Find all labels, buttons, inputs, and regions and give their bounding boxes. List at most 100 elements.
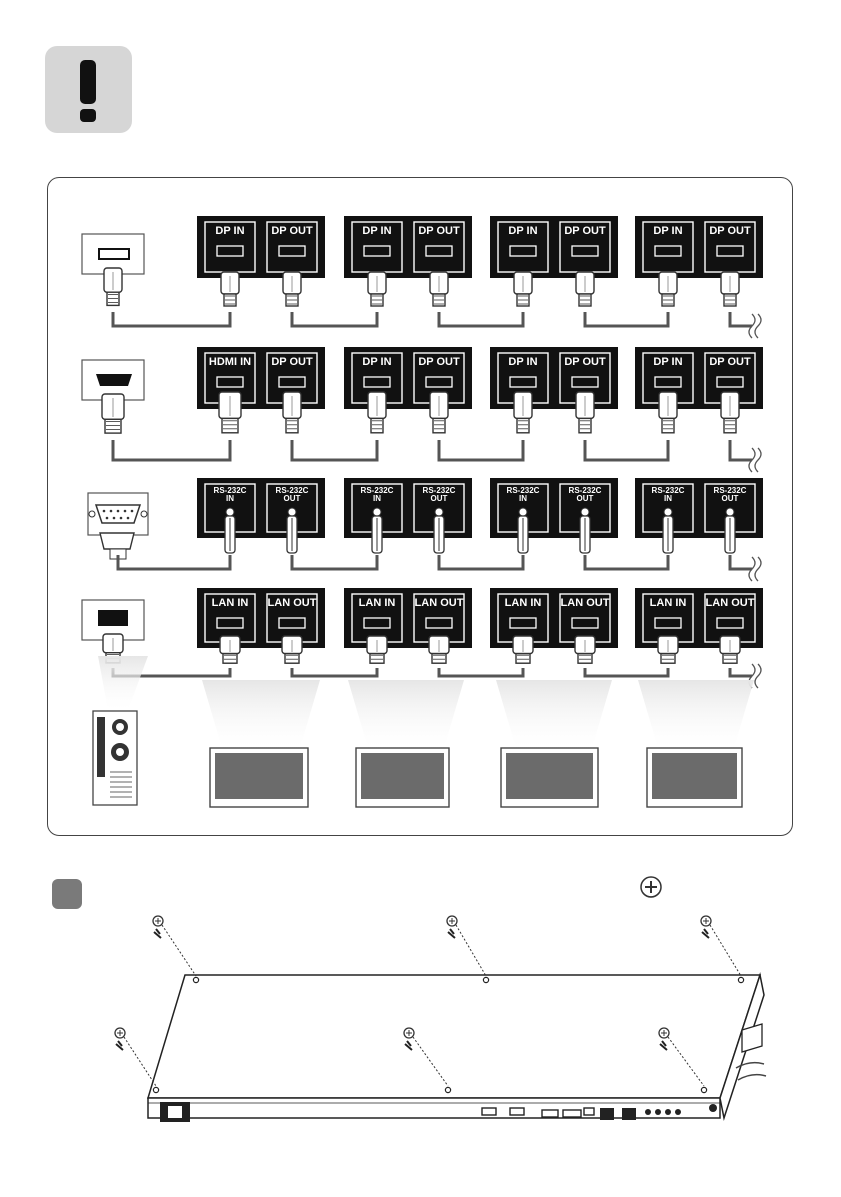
port-label-out: OUT (431, 494, 448, 503)
port-label-in: LAN IN (212, 597, 249, 609)
cable (113, 312, 230, 326)
port-panel: LAN IN LAN OUT (490, 588, 618, 648)
port-panel: DP IN DP OUT (197, 216, 325, 278)
pc-tower-icon (93, 711, 137, 805)
light-beams (98, 656, 754, 748)
lan-port (600, 1108, 614, 1120)
cable-continue (730, 555, 752, 569)
screw-icon (701, 916, 741, 976)
port-label-out: DP OUT (271, 356, 313, 368)
cable (439, 668, 523, 676)
cable-continue (730, 312, 752, 326)
port-label-in: DP IN (362, 356, 391, 368)
port-label-in: DP IN (362, 225, 391, 237)
cable (118, 555, 230, 569)
port-panel: RS-232CINRS-232COUT (344, 478, 472, 538)
monitor-icon (356, 748, 449, 807)
port-label-in: DP IN (508, 356, 537, 368)
light-beam (348, 680, 464, 748)
monitor-icon (210, 748, 308, 807)
port-panel: HDMI IN DP OUT (197, 347, 325, 409)
lan-port (622, 1108, 636, 1120)
screw-icon (447, 916, 486, 976)
cable (585, 440, 668, 460)
cable (439, 312, 523, 326)
monitor-screen (215, 753, 303, 799)
jack-plug (581, 508, 589, 516)
device-body (148, 975, 766, 1122)
screw-guide (710, 925, 741, 976)
down-arrow-icon (448, 929, 455, 938)
cable-continue (730, 440, 752, 460)
screw-hole (701, 1087, 706, 1092)
cable (439, 555, 523, 569)
port-label-out: OUT (284, 494, 301, 503)
port-label-out: DP OUT (709, 225, 751, 237)
port-panel: LAN INLAN OUT (344, 588, 472, 648)
port-label-out: OUT (577, 494, 594, 503)
port-label-in: LAN IN (650, 597, 687, 609)
port-label-in: IN (664, 494, 672, 503)
row-dp: DP INDP OUTDP INDP OUTDP INDP OUTDP INDP… (82, 216, 763, 338)
serial-connector-plug (100, 533, 134, 549)
port-label-in: IN (226, 494, 234, 503)
screw-icon (115, 1028, 156, 1086)
port-label-out: DP OUT (418, 225, 460, 237)
jack-plug (373, 508, 381, 516)
port-label-in: IN (519, 494, 527, 503)
cable (292, 668, 377, 676)
device-port (510, 1108, 524, 1115)
screw-hole (738, 977, 743, 982)
port-panel: DP IN DP OUT (344, 216, 472, 278)
lan-port-icon (98, 610, 128, 626)
down-arrow-icon (702, 929, 709, 938)
port-panel: DP IN DP OUT (490, 347, 618, 409)
port-panel: DP INDP OUT (635, 216, 763, 278)
daisy-chain-rows: DP IN DP OUT DP IN DP OUT DP IN DP OUT DP IN DP… (82, 216, 763, 807)
hdmi-port-icon (96, 374, 132, 386)
monitors (210, 748, 742, 807)
cable (585, 555, 668, 569)
jack (645, 1109, 651, 1115)
port-label-in: LAN IN (505, 597, 542, 609)
cable (292, 312, 377, 326)
cable-continue (730, 668, 752, 676)
serial-port-icon (96, 505, 140, 523)
monitor-screen (652, 753, 737, 799)
light-beam (496, 680, 612, 748)
port-panel: LAN INLAN OUT (197, 588, 325, 648)
row-lan: LAN INLAN OUTLAN INLAN OUTLAN INLAN OUTL… (82, 588, 763, 688)
port-label-out: DP OUT (564, 356, 606, 368)
port-label-out: LAN OUT (706, 597, 755, 609)
device-port (482, 1108, 496, 1115)
down-arrow-icon (116, 1041, 123, 1050)
port-panel: LAN IN LAN OUT (635, 588, 763, 648)
jack-plug (726, 508, 734, 516)
screw-hole (483, 977, 488, 982)
source-port-serial (88, 493, 148, 559)
monitor-icon (501, 748, 598, 807)
port-label-out: DP OUT (271, 225, 313, 237)
jack-plug (226, 508, 234, 516)
device-cable (736, 1063, 766, 1080)
screw-icon (641, 877, 661, 897)
port-label-in: LAN IN (359, 597, 396, 609)
screw-icon (153, 916, 196, 976)
port-label-out: LAN OUT (561, 597, 610, 609)
jack (675, 1109, 681, 1115)
port-label-in: HDMI IN (209, 356, 251, 368)
monitor-screen (506, 753, 593, 799)
port-label-in: DP IN (653, 356, 682, 368)
jack (655, 1109, 661, 1115)
port-label-in: IN (373, 494, 381, 503)
device-port (563, 1110, 581, 1117)
cable (292, 555, 377, 569)
monitor-icon (647, 748, 742, 807)
row-hdmi: HDMI IN DP OUT DP IN DP OUT DP IN DP OUT DP IN… (82, 347, 763, 472)
cable (113, 440, 230, 460)
cable (439, 440, 523, 460)
port-label-out: DP OUT (564, 225, 606, 237)
port-label-in: DP IN (215, 225, 244, 237)
